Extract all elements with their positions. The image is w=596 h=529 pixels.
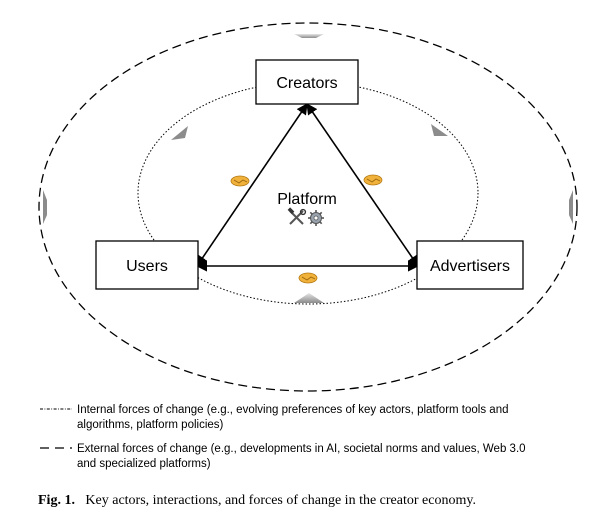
- outer-marker-left: [43, 190, 47, 224]
- edge-creators-users: [196, 103, 308, 267]
- outer-marker-top: [294, 34, 324, 38]
- handshake-icon: [298, 272, 318, 284]
- figure-caption: Fig. 1. Key actors, interactions, and fo…: [38, 491, 476, 508]
- caption-label: Fig. 1.: [38, 493, 75, 508]
- node-advertisers: Advertisers: [416, 240, 524, 290]
- inner-marker-bottom: [294, 293, 324, 303]
- handshake-icon: [230, 175, 250, 187]
- inner-marker-top-right: [431, 124, 448, 136]
- legend-internal-line2: algorithms, platform policies): [77, 419, 224, 431]
- caption-text: Key actors, interactions, and forces of …: [85, 493, 476, 508]
- platform-label: Platform: [277, 191, 337, 208]
- legend-external-line1: External forces of change (e.g., develop…: [77, 443, 526, 455]
- inner-marker-top-left: [171, 126, 188, 140]
- external-forces-ellipse: [38, 22, 578, 392]
- legend-internal-line1: Internal forces of change (e.g., evolvin…: [77, 404, 508, 416]
- node-advertisers-label: Advertisers: [430, 258, 510, 275]
- node-creators: Creators: [255, 59, 359, 105]
- legend-internal: Internal forces of change (e.g., evolvin…: [40, 404, 508, 431]
- node-creators-label: Creators: [276, 75, 337, 92]
- tools-icon: [287, 207, 307, 225]
- outer-marker-right: [569, 190, 573, 224]
- edge-creators-advertisers: [306, 103, 419, 267]
- gear-icon: [308, 210, 324, 226]
- legend-external-line2: and specialized platforms): [77, 458, 211, 470]
- node-users: Users: [95, 240, 199, 290]
- node-users-label: Users: [126, 258, 168, 275]
- legend: Internal forces of change (e.g., evolvin…: [40, 404, 526, 470]
- legend-external: External forces of change (e.g., develop…: [40, 443, 526, 470]
- handshake-icon: [363, 174, 383, 186]
